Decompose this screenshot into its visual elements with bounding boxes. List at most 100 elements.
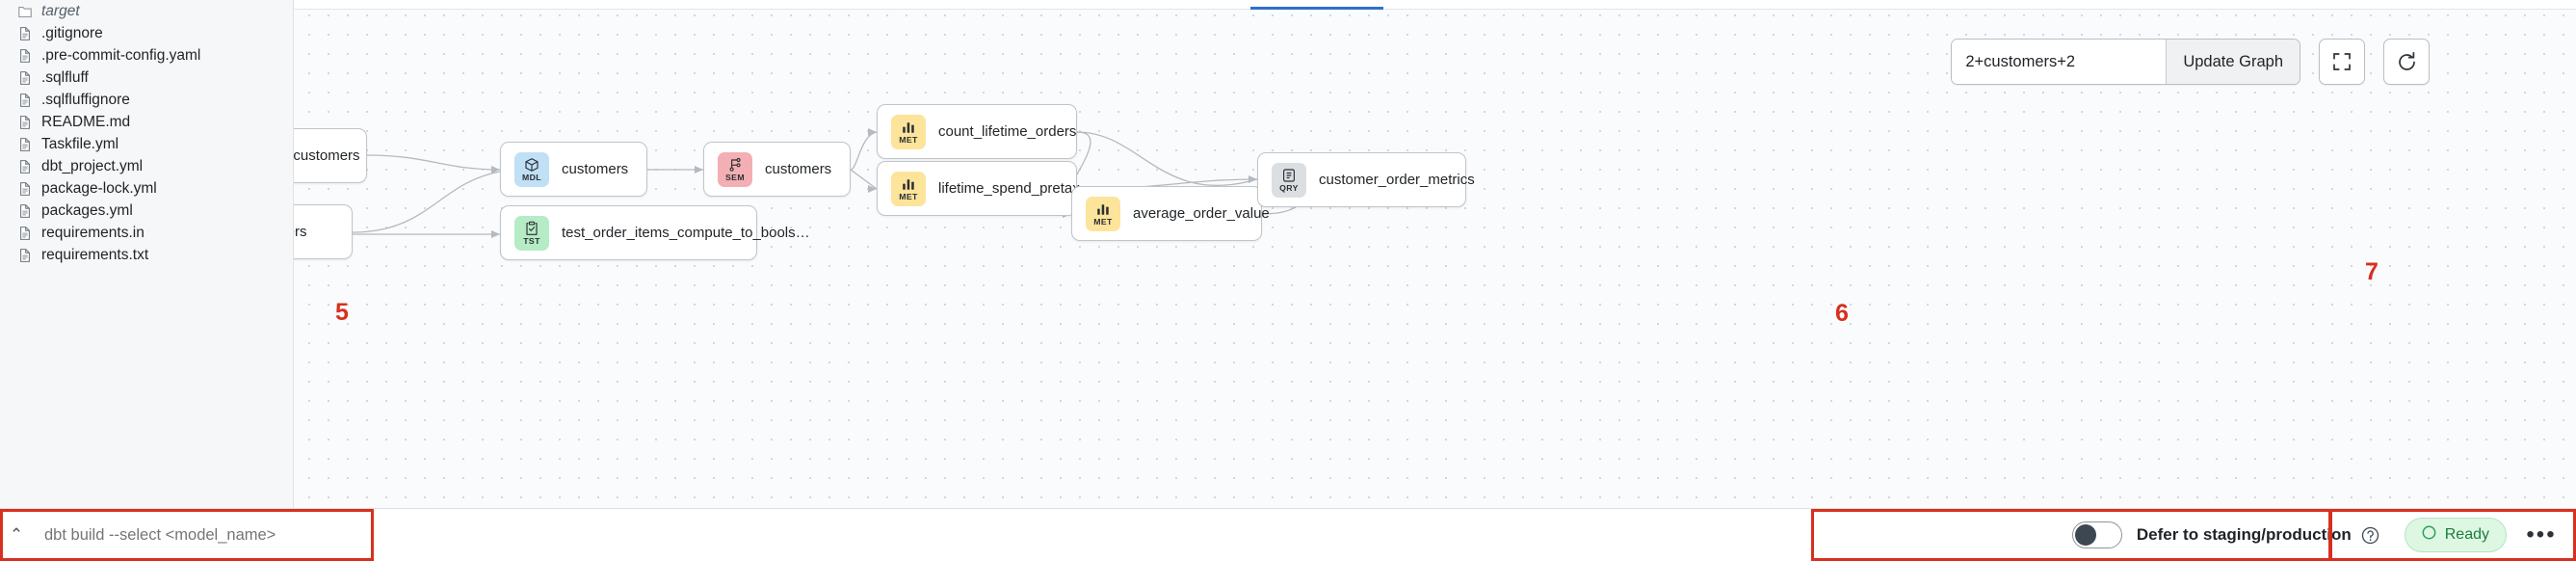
update-graph-button[interactable]: Update Graph: [2166, 40, 2300, 84]
file-icon: [17, 203, 33, 219]
file-name: packages.yml: [41, 201, 133, 219]
node-type-badge: TST: [514, 215, 549, 251]
file-tree-item[interactable]: .sqlfluff: [13, 67, 293, 89]
file-tree-item[interactable]: requirements.in: [13, 222, 293, 244]
expand-console-button[interactable]: ⌃: [0, 509, 33, 561]
file-tree-item[interactable]: .sqlfluffignore: [13, 89, 293, 111]
node-type-badge: QRY: [1272, 162, 1306, 198]
defer-toggle[interactable]: [2071, 521, 2122, 548]
status-text: Ready: [2444, 526, 2489, 543]
lineage-node[interactable]: MET count_lifetime_orders: [877, 104, 1077, 159]
tab-bar-strip: [294, 0, 2576, 10]
folder-icon: [17, 4, 33, 19]
file-tree-item[interactable]: target: [13, 0, 293, 22]
file-name: README.md: [41, 113, 131, 130]
node-label: customer_order_metrics: [1319, 172, 1475, 188]
file-icon: [17, 26, 33, 41]
defer-control-group: Defer to staging/production: [2022, 521, 2379, 548]
lineage-node[interactable]: MDL customers: [500, 142, 647, 197]
file-icon: [17, 248, 33, 263]
file-icon: [17, 159, 33, 174]
lineage-nodes: stg_customersorders MDL customers TST test…: [294, 0, 2576, 561]
active-tab-indicator: [1250, 7, 1383, 10]
file-tree-item[interactable]: requirements.txt: [13, 244, 293, 266]
node-type-badge: MET: [891, 114, 926, 149]
lineage-node[interactable]: orders: [294, 204, 353, 259]
file-tree-item[interactable]: package-lock.yml: [13, 177, 293, 200]
node-type-badge: SEM: [718, 151, 752, 187]
file-tree-item[interactable]: Taskfile.yml: [13, 133, 293, 155]
file-name: .sqlfluff: [41, 68, 89, 86]
node-type-badge: MET: [1086, 196, 1120, 231]
bar-chart-icon: [901, 120, 916, 135]
file-icon: [17, 115, 33, 130]
node-label: stg_customers: [294, 147, 360, 164]
node-label: average_order_value: [1133, 205, 1270, 222]
refresh-graph-button[interactable]: [2383, 39, 2430, 85]
graph-toolbar: Update Graph: [1951, 39, 2430, 85]
file-tree-item[interactable]: packages.yml: [13, 200, 293, 222]
file-tree-item[interactable]: README.md: [13, 111, 293, 133]
lineage-node[interactable]: QRY customer_order_metrics: [1257, 152, 1475, 207]
node-label: customers: [765, 161, 832, 177]
node-type-badge: MDL: [514, 151, 549, 187]
command-bar: ⌃ Defer to staging/production: [0, 508, 2576, 561]
help-circle-icon[interactable]: [2361, 526, 2379, 545]
file-name: .gitignore: [41, 24, 103, 41]
lineage-graph-panel: stg_customersorders MDL customers TST test…: [294, 0, 2576, 561]
badge-text: QRY: [1279, 182, 1299, 193]
toggle-knob: [2074, 524, 2096, 546]
more-options-button[interactable]: •••: [2520, 514, 2563, 556]
badge-text: MDL: [521, 172, 542, 182]
refresh-icon: [2396, 51, 2418, 73]
lineage-node[interactable]: MET lifetime_spend_pretax: [877, 161, 1080, 216]
file-name: requirements.txt: [41, 246, 149, 263]
dbt-command-input[interactable]: [33, 516, 374, 554]
file-icon: [17, 93, 33, 108]
cube-icon: [524, 157, 539, 173]
file-name: requirements.in: [41, 224, 145, 241]
node-label: lifetime_spend_pretax: [938, 180, 1080, 197]
file-name: .pre-commit-config.yaml: [41, 46, 201, 64]
file-icon: [17, 181, 33, 197]
badge-text: TST: [523, 235, 540, 246]
command-input-wrap: ⌃: [0, 509, 374, 561]
file-icon: [17, 48, 33, 64]
node-label: customers: [562, 161, 629, 177]
lineage-node[interactable]: SEM customers: [703, 142, 851, 197]
badge-text: MET: [899, 134, 918, 145]
file-name: .sqlfluffignore: [41, 91, 130, 108]
status-badge[interactable]: Ready: [2404, 518, 2507, 552]
file-name: target: [41, 2, 80, 19]
query-icon: [1281, 168, 1297, 183]
badge-text: MET: [1093, 216, 1113, 227]
fit-view-button[interactable]: [2319, 39, 2365, 85]
file-tree-item[interactable]: .pre-commit-config.yaml: [13, 44, 293, 67]
lineage-node[interactable]: stg_customers: [294, 128, 367, 183]
file-icon: [17, 226, 33, 241]
node-type-badge: MET: [891, 171, 926, 206]
bar-chart-icon: [901, 176, 916, 192]
graph-selector-group: Update Graph: [1951, 39, 2300, 85]
file-explorer-sidebar: target .gitignore .pre-commit-config.yam…: [0, 0, 294, 561]
file-name: dbt_project.yml: [41, 157, 144, 174]
node-label: test_order_items_compute_to_bools…: [562, 225, 810, 241]
file-tree-item[interactable]: .gitignore: [13, 22, 293, 44]
bar-chart-icon: [1095, 201, 1111, 217]
fullscreen-icon: [2331, 51, 2353, 72]
clipboard-check-icon: [524, 221, 539, 236]
lineage-node[interactable]: MET average_order_value: [1071, 186, 1270, 241]
file-icon: [17, 70, 33, 86]
file-name: Taskfile.yml: [41, 135, 119, 152]
node-selector-input[interactable]: [1952, 40, 2167, 84]
node-label: count_lifetime_orders: [938, 123, 1077, 140]
circle-icon: [2422, 525, 2436, 545]
file-icon: [17, 137, 33, 152]
grid-background: [294, 0, 2576, 561]
defer-label: Defer to staging/production: [2136, 525, 2352, 544]
file-tree-item[interactable]: dbt_project.yml: [13, 155, 293, 177]
badge-text: SEM: [724, 172, 746, 182]
badge-text: MET: [899, 191, 918, 201]
lineage-node[interactable]: TST test_order_items_compute_to_bools…: [500, 205, 810, 260]
